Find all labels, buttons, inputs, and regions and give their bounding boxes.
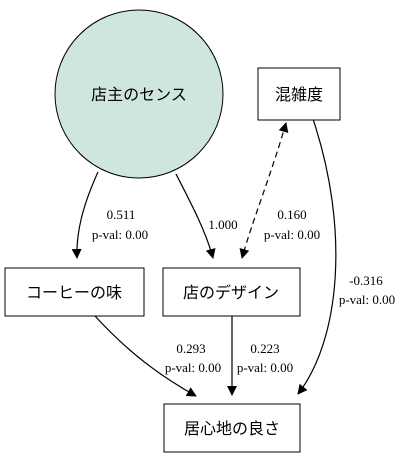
node-coffee-label: コーヒーの味 bbox=[26, 283, 122, 302]
edge-label-coffee-igokochi-pval: p-val: 0.00 bbox=[165, 360, 221, 375]
node-coffee: コーヒーの味 bbox=[4, 267, 145, 317]
edge-tenshu-to-design bbox=[175, 173, 216, 259]
node-konzatsu: 混雑度 bbox=[257, 67, 341, 121]
node-igokochi: 居心地の良さ bbox=[163, 403, 301, 453]
node-konzatsu-label: 混雑度 bbox=[275, 85, 323, 104]
edge-label-coffee-igokochi-coef: 0.293 bbox=[176, 341, 205, 356]
edge-label-design-igokochi-pval: p-val: 0.00 bbox=[237, 360, 293, 375]
edge-label-konzatsu-igokochi-pval: p-val: 0.00 bbox=[339, 292, 395, 307]
edge-label-konzatsu-igokochi-coef: -0.316 bbox=[349, 273, 383, 288]
node-design: 店のデザイン bbox=[162, 267, 301, 317]
edge-coffee-to-igokochi bbox=[94, 315, 197, 397]
edge-tenshu-to-coffee bbox=[71, 171, 99, 259]
edge-label-tenshu-design-coef: 1.000 bbox=[208, 217, 237, 232]
edge-label-tenshu-coffee-coef: 0.511 bbox=[107, 207, 136, 222]
node-igokochi-label: 居心地の良さ bbox=[184, 419, 280, 438]
node-design-label: 店のデザイン bbox=[183, 283, 279, 302]
node-tenshu: 店主のセンス bbox=[54, 9, 224, 179]
edge-label-tenshu-coffee-pval: p-val: 0.00 bbox=[92, 227, 148, 242]
edge-label-konzatsu-design-coef: 0.160 bbox=[277, 207, 306, 222]
node-tenshu-label: 店主のセンス bbox=[91, 85, 187, 104]
edge-label-konzatsu-design-pval: p-val: 0.00 bbox=[264, 227, 320, 242]
edge-konzatsu-to-igokochi bbox=[297, 118, 337, 395]
edge-label-design-igokochi-coef: 0.223 bbox=[250, 341, 279, 356]
